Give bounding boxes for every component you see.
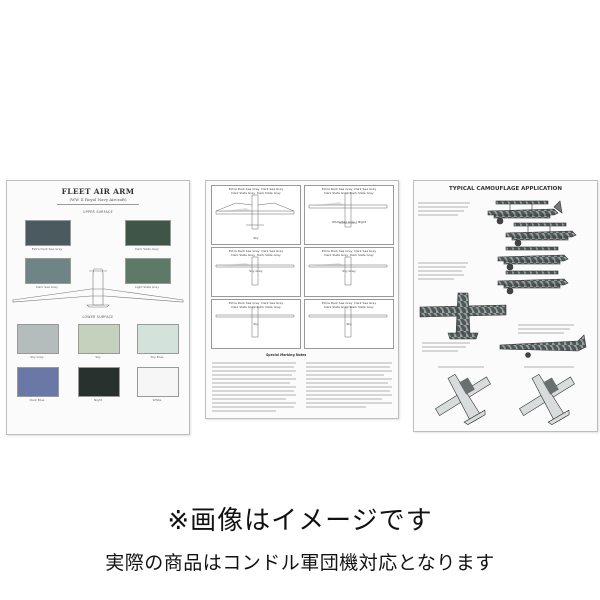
cell-heading: Dark Slate Grey Dark Slate Grey [324,305,374,309]
pattern-cell: Extra Dark Sea Grey Dark Sea Grey Dark S… [304,185,394,245]
cell-heading: Extra Dark Sea Grey Dark Sea Grey [321,187,377,191]
cell-footer: Sky Grey [249,269,263,273]
pattern-cell: Extra Dark Sea Grey Dark Sea Grey Dark S… [304,299,394,349]
color-swatch [25,258,71,284]
product-note: 実際の商品はコンドル軍団機対応となります [105,552,495,574]
color-swatch [25,220,71,246]
cell-footer: Sky [253,236,259,240]
swatch-label: Sky [95,355,101,359]
cell-footer: Sky Grey [342,269,356,273]
cell-heading: Extra Dark Sea Grey Dark Sea Grey [321,249,377,253]
lower-surface-label: LOWER SURFACE [82,315,114,319]
pattern-cell: Extra Dark Sea Grey Dark Sea Grey Dark S… [304,247,394,297]
aircraft-outline-icon [215,192,388,338]
color-swatch [78,324,120,354]
color-swatch [125,258,171,284]
cell-heading: Dark Slate Grey Dark Slate Grey [324,253,374,257]
cell-footer: White/Sky Grey / Night [331,220,367,224]
cell-heading: Dark Slate Grey Dark Slate Grey [231,305,281,309]
color-swatch [137,367,179,397]
color-swatch [17,367,59,397]
swatch-label: Extra Dark Sea Grey [31,247,63,251]
swatch-label: Night [93,398,103,402]
swatch-label: Dark Slate Grey [135,247,159,251]
cell-footer: Sky [346,322,352,326]
pattern-cell: Extra Dark Sea Grey Dark Sea Grey Dark S… [211,247,301,297]
color-chart-sheet: FLEET AIR ARM (WW II Royal Navy Aircraft… [6,180,190,435]
camouflage-application-sheet: TYPICAL CAMOUFLAGE APPLICATION [413,180,598,432]
swatch-label: Sky Grey [30,355,44,359]
cell-footer: Sky [253,322,259,326]
body-text-lines [212,362,392,412]
color-swatch [137,324,179,354]
aircraft-silhouette-icon [12,268,184,308]
cell-heading: Dark Slate Grey Dark Slate Grey [231,253,281,257]
cell-heading: Extra Dark Sea Grey Dark Sea Grey [321,301,377,305]
upper-surface-label: UPPER SURFACE [83,210,113,214]
swatch-label: Dark Sea Grey [36,285,58,289]
color-swatch [78,367,120,397]
cell-heading: Dark Slate Grey Dark Slate Grey [324,191,374,195]
color-swatch [17,324,59,354]
color-swatch [125,220,171,246]
notes-title: Special Marking Notes [266,353,307,357]
pattern-cell: Extra Dark Sea Grey Dark Sea Grey Dark S… [211,185,301,245]
sheet-subtitle: (WW II Royal Navy Aircraft) [69,197,127,202]
sheet-title: FLEET AIR ARM [61,187,135,196]
cell-heading: Extra Dark Sea Grey Dark Sea Grey [228,249,284,253]
divider [57,204,139,205]
pattern-guide-sheet: Extra Dark Sea Grey Dark Sea Grey Dark S… [205,180,399,419]
swatch-label: Light Slate Grey [134,285,160,289]
swatch-label: White [152,398,162,402]
sheet-title: TYPICAL CAMOUFLAGE APPLICATION [449,186,562,192]
cell-heading: Dark Slate Grey Dark Slate Grey [231,191,281,195]
image-disclaimer: ※画像はイメージです [167,506,433,536]
pattern-cell: Extra Dark Sea Grey Dark Sea Grey Dark S… [211,299,301,349]
cell-heading: Extra Dark Sea Grey Dark Sea Grey [228,187,284,191]
swatch-label: Sky Blue [150,355,164,359]
cell-heading: Extra Dark Sea Grey Dark Sea Grey [228,301,284,305]
biplane-diagrams-icon [418,200,587,426]
swatch-label: Dark Blue [29,398,45,402]
